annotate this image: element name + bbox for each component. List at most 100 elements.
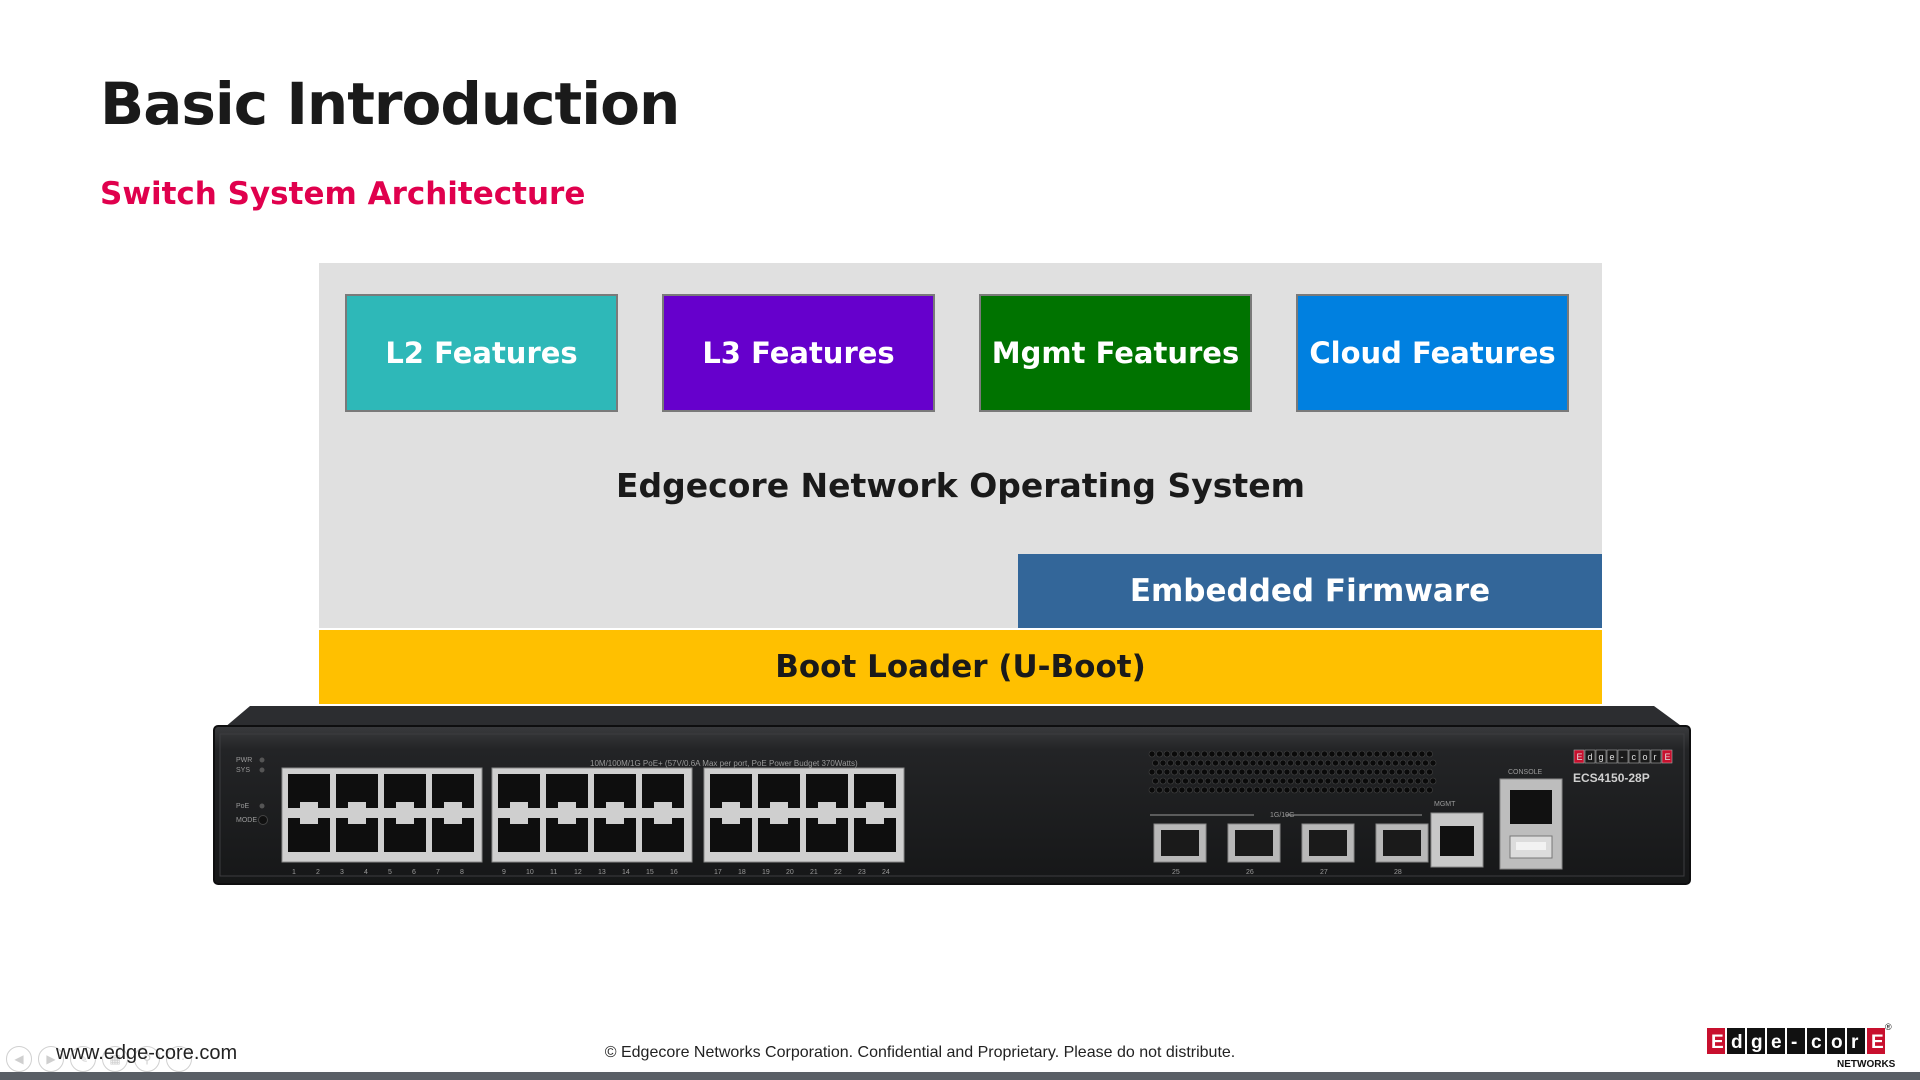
logo-letter-box <box>1727 1028 1745 1054</box>
vent-hole <box>1227 777 1234 785</box>
feature-box-cloud: Cloud Features <box>1296 294 1569 412</box>
next-slide-icon[interactable]: ▶ <box>38 1046 64 1072</box>
more-options-icon[interactable]: ⋯ <box>166 1046 192 1072</box>
vent-hole <box>1268 768 1276 776</box>
brand-letter: E <box>1665 752 1671 762</box>
vent-hole <box>1182 759 1189 767</box>
rj45-port-latch <box>654 818 672 824</box>
vent-hole <box>1388 786 1396 794</box>
slide-title: Basic Introduction <box>100 70 680 138</box>
logo-letter: - <box>1791 1032 1797 1053</box>
vent-hole <box>1411 768 1418 776</box>
logo-letter-box <box>1807 1028 1825 1054</box>
vent-hole <box>1407 759 1414 767</box>
vent-hole <box>1163 768 1171 776</box>
vent-hole <box>1414 777 1422 785</box>
vent-hole <box>1373 786 1381 794</box>
vent-hole <box>1373 768 1381 776</box>
vent-hole <box>1279 759 1287 767</box>
vent-hole <box>1336 786 1343 794</box>
port-number: 14 <box>622 869 630 876</box>
vent-hole <box>1411 750 1418 758</box>
port-number: 19 <box>762 869 770 876</box>
vent-hole <box>1321 768 1328 776</box>
feature-label: L2 Features <box>385 336 578 370</box>
port-number: 8 <box>460 869 464 876</box>
vent-hole <box>1268 750 1276 758</box>
vent-hole <box>1264 777 1272 785</box>
vent-hole <box>1249 759 1257 767</box>
slides-view-icon[interactable]: ▦ <box>102 1046 128 1072</box>
slide-nav-controls[interactable]: ◀ ▶ ✎ ▦ ⚲ ⋯ <box>6 1046 192 1072</box>
port-number: 11 <box>550 869 557 876</box>
pen-icon[interactable]: ✎ <box>70 1046 96 1072</box>
vent-hole <box>1336 750 1343 758</box>
console-port-socket <box>1510 790 1552 824</box>
vent-hole <box>1414 759 1422 767</box>
logo-letter: g <box>1751 1032 1763 1053</box>
vent-hole <box>1238 786 1246 794</box>
logo-letter: e <box>1771 1032 1782 1053</box>
vent-hole <box>1264 759 1272 767</box>
vent-hole <box>1163 786 1171 794</box>
vent-hole <box>1388 768 1396 776</box>
vent-hole <box>1396 768 1403 776</box>
vent-hole <box>1193 768 1201 776</box>
rj45-port-latch <box>348 818 366 824</box>
vent-hole <box>1313 768 1321 776</box>
logo-letter: c <box>1811 1032 1822 1053</box>
vent-hole <box>1324 759 1332 767</box>
vent-hole <box>1298 768 1306 776</box>
vent-hole <box>1253 786 1261 794</box>
previous-slide-icon[interactable]: ◀ <box>6 1046 32 1072</box>
vent-hole <box>1317 777 1324 785</box>
zoom-icon[interactable]: ⚲ <box>134 1046 160 1072</box>
logo-letter: E <box>1871 1032 1884 1053</box>
brand-letter: o <box>1643 752 1648 762</box>
status-led <box>259 757 265 763</box>
vent-hole <box>1283 786 1291 794</box>
vent-hole <box>1212 759 1219 767</box>
port-number: 15 <box>646 869 654 876</box>
vent-hole <box>1253 750 1261 758</box>
logo-letter-box <box>1867 1028 1885 1054</box>
vent-hole <box>1369 777 1377 785</box>
sfp-port-number: 26 <box>1246 869 1254 876</box>
vent-hole <box>1283 750 1291 758</box>
vent-hole <box>1171 750 1178 758</box>
rj45-port-latch <box>510 818 528 824</box>
vent-hole <box>1403 768 1411 776</box>
brand-letter-box <box>1650 749 1662 764</box>
brand-letter: E <box>1577 752 1583 762</box>
vent-hole <box>1242 759 1249 767</box>
chassis-bezel <box>219 733 1685 877</box>
vent-hole <box>1186 786 1193 794</box>
slide-subtitle: Switch System Architecture <box>100 176 586 212</box>
rj45-port-latch <box>866 802 884 808</box>
brand-letter-box <box>1606 749 1618 764</box>
vent-hole <box>1268 786 1276 794</box>
port-number: 20 <box>786 869 794 876</box>
vent-hole <box>1358 786 1366 794</box>
vent-hole <box>1422 777 1429 785</box>
logo-letter-box <box>1747 1028 1765 1054</box>
vent-hole <box>1313 750 1321 758</box>
bottom-bar <box>0 1072 1920 1080</box>
vent-hole <box>1392 759 1399 767</box>
vent-hole <box>1249 777 1257 785</box>
footer-website: www.edge-core.com <box>56 1042 238 1064</box>
logo-letter: o <box>1831 1032 1843 1053</box>
rj45-port-latch <box>722 802 740 808</box>
vent-hole <box>1381 786 1388 794</box>
logo-letter-box <box>1707 1028 1725 1054</box>
vent-hole <box>1201 786 1208 794</box>
vent-hole <box>1167 759 1174 767</box>
brand-letter: c <box>1632 752 1637 762</box>
vent-hole <box>1156 750 1163 758</box>
vent-hole <box>1223 750 1231 758</box>
mgmt-label: MGMT <box>1434 801 1456 808</box>
rj45-port-latch <box>558 818 576 824</box>
rj45-port-latch <box>444 818 462 824</box>
vent-hole <box>1332 759 1339 767</box>
